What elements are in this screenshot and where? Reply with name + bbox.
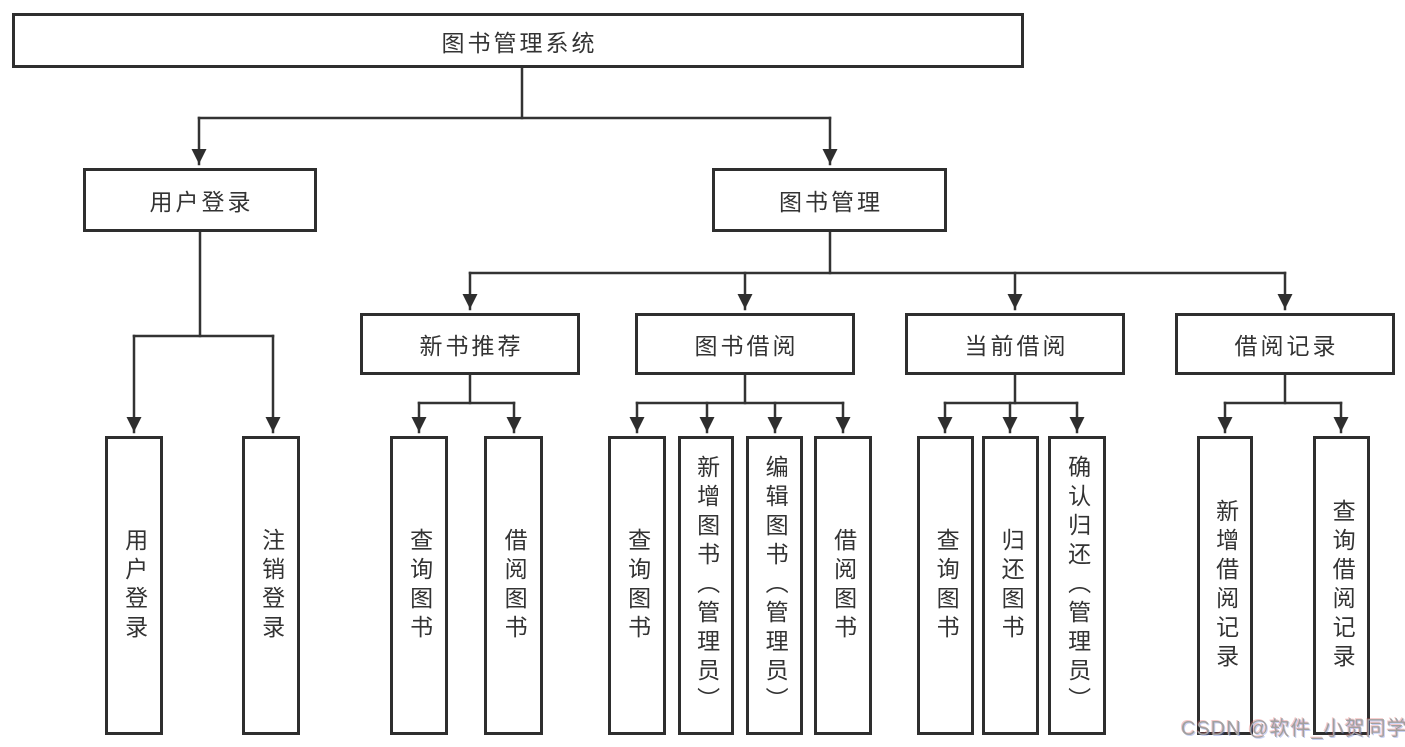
- node-borrow-records: 借阅记录: [1175, 313, 1395, 375]
- leaf-edit-book-admin-label: 编辑图书（管理员）: [762, 455, 789, 716]
- leaf-borrow-books-recommend-label: 借阅图书: [501, 527, 528, 644]
- csdn-watermark: CSDN @软件_小贺同学: [1181, 718, 1405, 740]
- leaf-query-books-current-label: 查询图书: [933, 527, 960, 644]
- node-book-borrow-label: 图书借阅: [694, 333, 799, 359]
- leaf-query-books-borrow: 查询图书: [608, 436, 666, 735]
- node-current-borrow: 当前借阅: [905, 313, 1125, 375]
- node-root: 图书管理系统: [12, 13, 1024, 68]
- node-user-login: 用户登录: [83, 168, 317, 232]
- leaf-add-book-admin-label: 新增图书（管理员）: [693, 455, 720, 716]
- leaf-add-borrow-record: 新增借阅记录: [1197, 436, 1253, 735]
- leaf-add-book-admin: 新增图书（管理员）: [678, 436, 734, 735]
- leaf-query-books-recommend-label: 查询图书: [406, 527, 433, 644]
- node-new-book-recommend-label: 新书推荐: [419, 333, 524, 359]
- leaf-confirm-return-admin-label: 确认归还（管理员）: [1064, 455, 1091, 716]
- leaf-query-borrow-record-label: 查询借阅记录: [1329, 498, 1356, 673]
- node-book-borrow: 图书借阅: [635, 313, 855, 375]
- node-root-label: 图书管理系统: [441, 29, 598, 56]
- leaf-query-books-recommend: 查询图书: [390, 436, 448, 735]
- leaf-query-books-borrow-label: 查询图书: [624, 527, 651, 644]
- node-book-management-label: 图书管理: [779, 189, 883, 215]
- node-book-management: 图书管理: [712, 168, 947, 232]
- leaf-query-books-current: 查询图书: [917, 436, 974, 735]
- leaf-user-login: 用户登录: [105, 436, 163, 735]
- leaf-edit-book-admin: 编辑图书（管理员）: [746, 436, 803, 735]
- leaf-borrow-books-label: 借阅图书: [830, 527, 857, 644]
- leaf-logout: 注销登录: [242, 436, 300, 735]
- leaf-add-borrow-record-label: 新增借阅记录: [1212, 498, 1239, 673]
- leaf-confirm-return-admin: 确认归还（管理员）: [1048, 436, 1106, 735]
- node-user-login-label: 用户登录: [149, 189, 254, 215]
- node-new-book-recommend: 新书推荐: [360, 313, 580, 375]
- leaf-return-book-label: 归还图书: [998, 527, 1025, 644]
- node-current-borrow-label: 当前借阅: [964, 333, 1069, 359]
- leaf-query-borrow-record: 查询借阅记录: [1313, 436, 1370, 735]
- leaf-borrow-books-recommend: 借阅图书: [484, 436, 543, 735]
- leaf-return-book: 归还图书: [982, 436, 1039, 735]
- node-borrow-records-label: 借阅记录: [1234, 333, 1339, 359]
- leaf-borrow-books: 借阅图书: [814, 436, 872, 735]
- leaf-user-login-label: 用户登录: [121, 527, 148, 644]
- leaf-logout-label: 注销登录: [258, 527, 285, 644]
